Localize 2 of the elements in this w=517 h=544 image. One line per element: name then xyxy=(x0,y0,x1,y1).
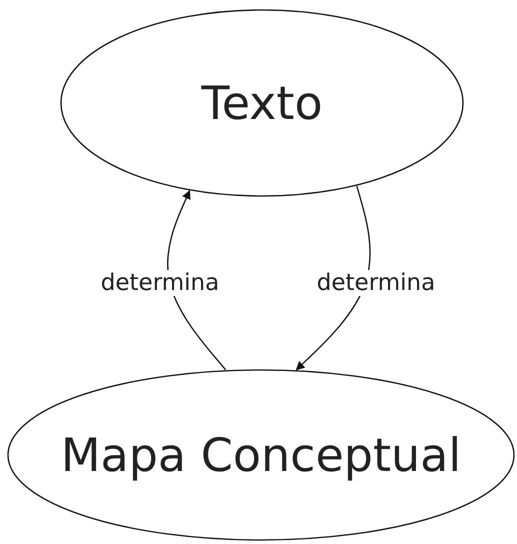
concept-label: Texto xyxy=(201,76,323,130)
concept-label: Mapa Conceptual xyxy=(60,428,462,482)
